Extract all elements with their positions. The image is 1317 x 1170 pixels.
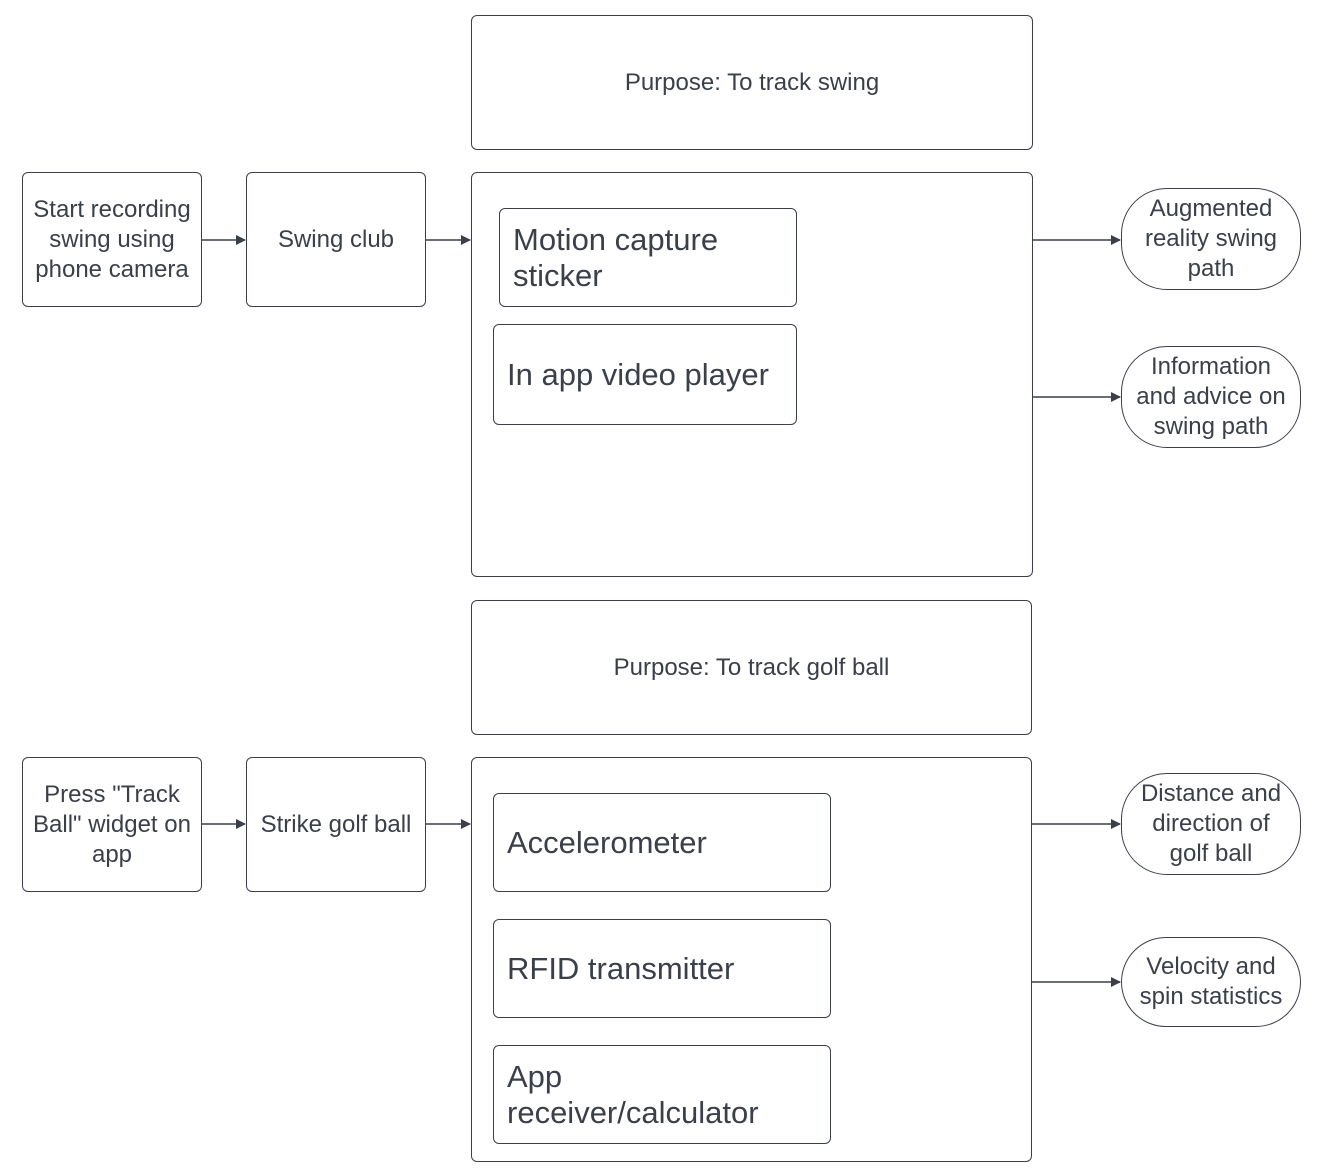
ball-purpose-box: Purpose: To track golf ball (471, 600, 1032, 735)
velocity-spin-output: Velocity and spin statistics (1121, 937, 1301, 1027)
motion-capture-sticker-label: Motion capture sticker (513, 221, 719, 293)
rfid-transmitter-box: RFID transmitter (493, 919, 831, 1018)
start-recording-label: Start recording swing using phone camera (33, 195, 191, 283)
motion-capture-sticker-box: Motion capture sticker (499, 208, 797, 307)
press-track-ball-label: Press "Track Ball" widget on app (33, 780, 191, 868)
distance-direction-output: Distance and direction of golf ball (1121, 773, 1301, 875)
swing-club-label: Swing club (277, 225, 395, 253)
strike-golf-ball-step: Strike golf ball (246, 757, 426, 892)
rfid-transmitter-label: RFID transmitter (507, 950, 735, 986)
swing-club-step: Swing club (246, 172, 426, 307)
in-app-video-player-label: In app video player (507, 356, 769, 392)
accelerometer-box: Accelerometer (493, 793, 831, 892)
swing-advice-output: Information and advice on swing path (1121, 346, 1301, 448)
app-receiver-calculator-label: App receiver/calculator (507, 1058, 759, 1130)
swing-advice-label: Information and advice on swing path (1136, 353, 1286, 440)
accelerometer-label: Accelerometer (507, 824, 707, 860)
distance-direction-label: Distance and direction of golf ball (1140, 780, 1282, 867)
swing-purpose-label: Purpose: To track swing (624, 68, 880, 96)
ar-swing-path-output: Augmented reality swing path (1121, 188, 1301, 290)
start-recording-step: Start recording swing using phone camera (22, 172, 202, 307)
app-receiver-calculator-box: App receiver/calculator (493, 1045, 831, 1144)
swing-purpose-box: Purpose: To track swing (471, 15, 1033, 150)
velocity-spin-label: Velocity and spin statistics (1139, 953, 1283, 1010)
strike-golf-ball-label: Strike golf ball (260, 810, 412, 838)
press-track-ball-step: Press "Track Ball" widget on app (22, 757, 202, 892)
in-app-video-player-box: In app video player (493, 324, 797, 425)
ball-purpose-label: Purpose: To track golf ball (613, 653, 890, 681)
ar-swing-path-label: Augmented reality swing path (1144, 195, 1278, 282)
